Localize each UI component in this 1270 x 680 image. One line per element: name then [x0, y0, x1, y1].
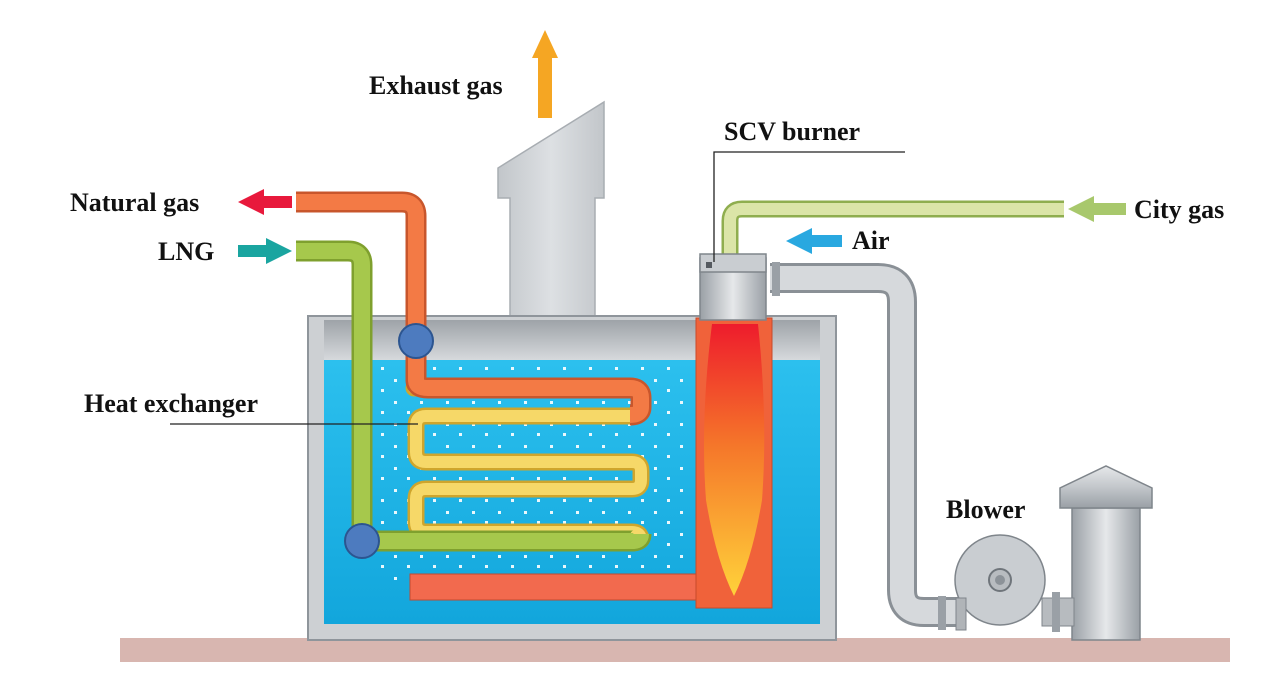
blower-stack-cap — [1059, 465, 1153, 509]
lng-pipe-inner — [296, 243, 649, 549]
lng-arrow — [238, 238, 292, 264]
exhaust-chimney — [497, 100, 605, 321]
exhaust-gas-label: Exhaust gas — [369, 71, 503, 100]
scv-burner-nozzle — [706, 262, 712, 268]
scv-burner-top — [699, 253, 767, 273]
natural-gas-header — [398, 323, 434, 359]
blower-stack — [1071, 507, 1141, 641]
natural-gas-pipe-inner — [296, 194, 649, 423]
city-gas-line — [721, 200, 1064, 262]
ground — [120, 638, 1230, 662]
scv-burner-label: SCV burner — [724, 117, 860, 146]
duct-flange — [938, 596, 946, 630]
air-duct-inner — [770, 266, 958, 624]
city-gas-line-inner — [724, 203, 1064, 262]
scv-burner-leader — [713, 151, 905, 262]
natural-gas-arrow — [238, 189, 292, 215]
air-label: Air — [852, 226, 890, 255]
blower-label: Blower — [946, 495, 1025, 524]
burner-flame — [704, 324, 765, 596]
exhaust-gas-arrow — [532, 30, 558, 118]
duct-flange — [772, 262, 780, 296]
lng-header — [344, 523, 380, 559]
blower-hub-center — [995, 575, 1005, 585]
city-gas-label: City gas — [1134, 195, 1224, 224]
lng-label: LNG — [158, 237, 214, 266]
air-arrow — [786, 228, 842, 254]
blower-outlet — [955, 597, 967, 631]
hot-gas-duct — [409, 573, 711, 601]
city-gas-arrow — [1068, 196, 1126, 222]
natural-gas-label: Natural gas — [70, 188, 199, 217]
heat-exchanger-label: Heat exchanger — [84, 389, 258, 418]
blower-flange — [1052, 592, 1060, 632]
